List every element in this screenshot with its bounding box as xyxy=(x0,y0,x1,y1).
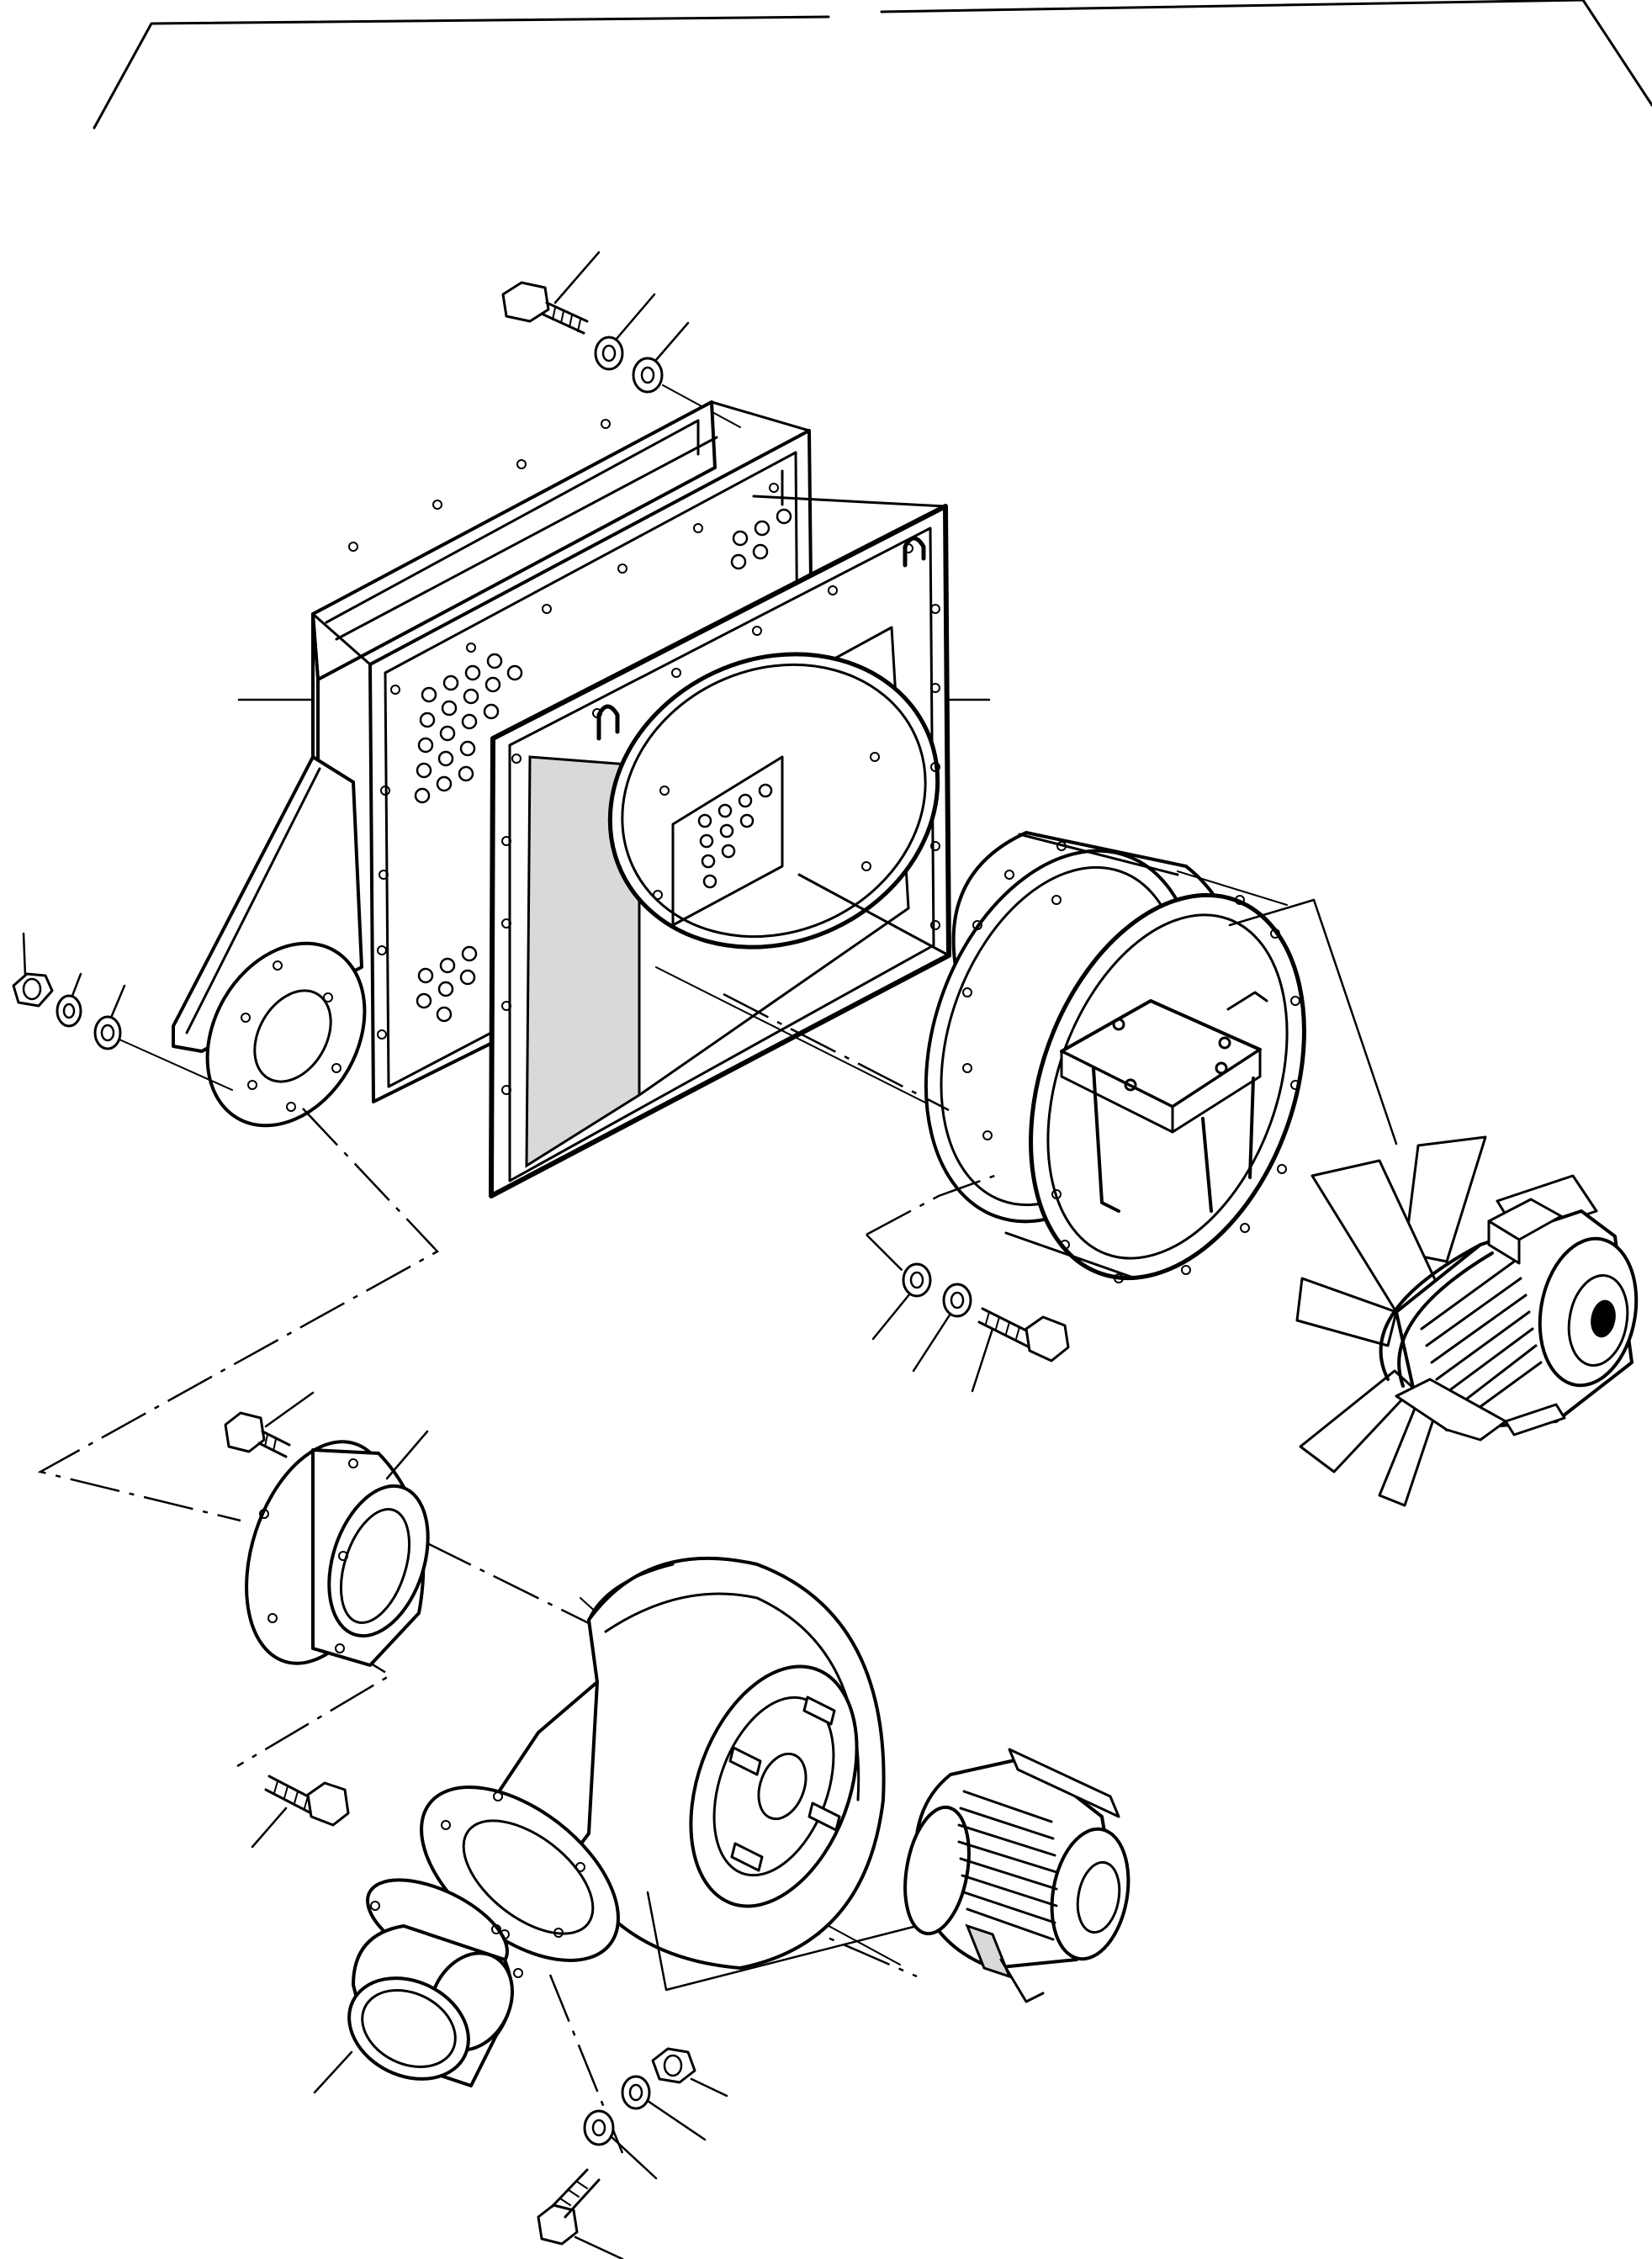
spring-washer-top xyxy=(594,293,656,371)
hex-bolt-right xyxy=(971,1307,1070,1393)
edge-holes xyxy=(348,419,779,1040)
hex-bolt-top xyxy=(501,251,601,335)
bottom-fastener-set xyxy=(537,2047,728,2259)
filter-frame-front xyxy=(489,495,991,1198)
axial-fan-motor xyxy=(1228,898,1639,1507)
left-fastener-set xyxy=(12,932,233,1091)
hex-bolt-bottom xyxy=(537,2168,624,2259)
blower-motor-fins xyxy=(957,1790,1058,1941)
washer-right-1 xyxy=(871,1262,932,1341)
perforation-holes xyxy=(414,508,792,1023)
flat-washer-left xyxy=(93,984,126,1050)
hex-nut-left xyxy=(12,932,54,1008)
hex-bolt-lower xyxy=(251,1775,350,1849)
centrifugal-blower-housing xyxy=(420,1556,919,1992)
frame-holes xyxy=(501,543,940,1095)
motor-fins xyxy=(1420,1260,1543,1423)
flange-adapter xyxy=(245,1430,430,1667)
duct-arm-with-flange xyxy=(172,755,367,1128)
right-fastener-set xyxy=(866,1172,1070,1393)
spring-washer-left xyxy=(56,972,82,1028)
hex-bolt-mid xyxy=(224,1391,315,1458)
shroud-holes xyxy=(962,841,1300,1283)
flat-washer-bottom xyxy=(583,2109,658,2180)
top-bolt-set xyxy=(501,251,741,428)
flat-washer-top xyxy=(632,321,690,394)
axial-fan-shroud xyxy=(924,831,1306,1283)
hex-nut-bottom xyxy=(651,2047,728,2098)
outlet-sleeve xyxy=(313,1878,523,2094)
spring-washer-bottom xyxy=(621,2075,707,2141)
blower-motor xyxy=(903,1748,1130,2003)
title-bracket xyxy=(93,0,1652,130)
washer-right-2 xyxy=(912,1283,972,1373)
